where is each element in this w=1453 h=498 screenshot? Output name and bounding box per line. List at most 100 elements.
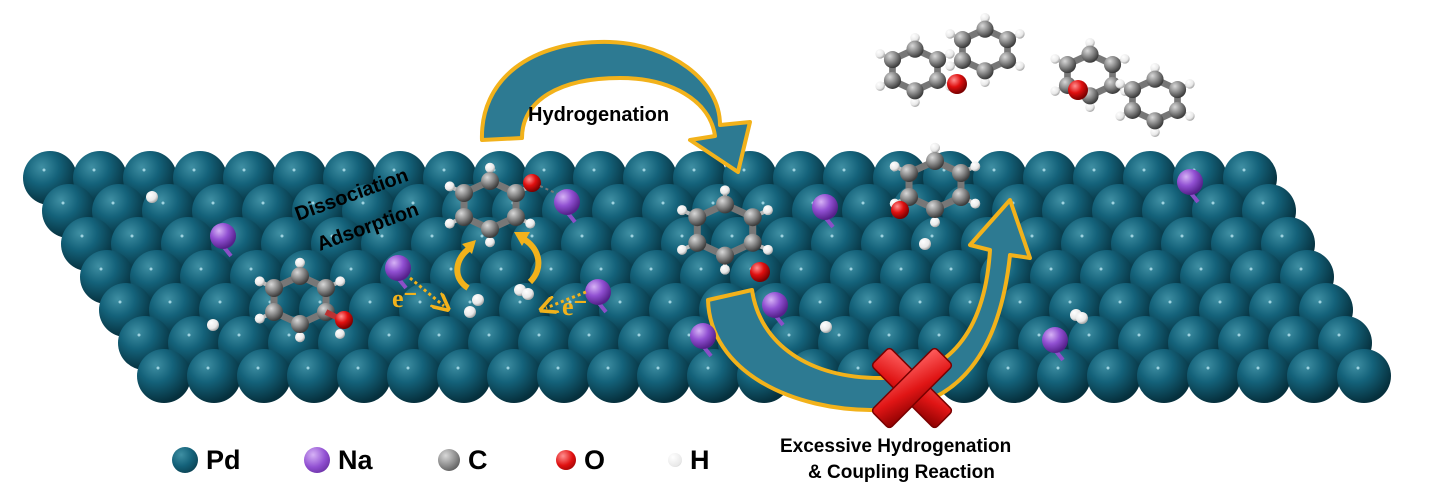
c-atom bbox=[716, 246, 734, 265]
pd-atom-highlight bbox=[156, 366, 160, 370]
pd-atom-highlight bbox=[1056, 366, 1060, 370]
pd-atom-highlight bbox=[687, 333, 691, 337]
pd-atom bbox=[637, 349, 691, 403]
c-atom bbox=[926, 152, 944, 170]
h-atom bbox=[1120, 54, 1130, 64]
pd-atom-highlight bbox=[1099, 267, 1103, 271]
adsorbed-molecules bbox=[146, 142, 1203, 362]
c-atom bbox=[951, 188, 970, 206]
pd-atom-highlight bbox=[1080, 234, 1084, 238]
pd-atom-highlight bbox=[680, 234, 684, 238]
pd-atom-highlight bbox=[1087, 333, 1091, 337]
pd-atom-highlight bbox=[137, 333, 141, 337]
pd-atom-highlight bbox=[1068, 300, 1072, 304]
c-atom bbox=[743, 208, 762, 227]
pd-atom-highlight bbox=[430, 234, 434, 238]
h-atom bbox=[444, 181, 455, 192]
pd-atom-highlight bbox=[1280, 234, 1284, 238]
pd-atom-highlight bbox=[292, 168, 296, 172]
c-atom bbox=[1081, 45, 1099, 63]
c-atom bbox=[506, 184, 525, 202]
pd-atom-highlight bbox=[868, 300, 872, 304]
h-atom bbox=[1085, 38, 1095, 48]
c-atom bbox=[716, 195, 734, 214]
h-atom bbox=[677, 244, 688, 255]
pd-atom-highlight bbox=[218, 300, 222, 304]
c-atom bbox=[455, 184, 474, 202]
electron-label-right: e⁻ bbox=[562, 292, 588, 321]
h-atom bbox=[1185, 79, 1195, 89]
na-atom bbox=[1042, 327, 1068, 353]
h-atom bbox=[295, 332, 305, 343]
pd-atom-highlight bbox=[861, 201, 865, 205]
h-atom bbox=[254, 313, 265, 324]
na-atom bbox=[812, 194, 838, 220]
pd-atom-highlight bbox=[487, 333, 491, 337]
pd-atom bbox=[187, 349, 241, 403]
h-atom bbox=[970, 198, 981, 209]
na-atom-icon bbox=[304, 447, 330, 473]
pd-atom-highlight bbox=[630, 234, 634, 238]
pd-atom-highlight bbox=[287, 333, 291, 337]
pd-atom-highlight bbox=[937, 333, 941, 337]
c-atom bbox=[900, 188, 919, 206]
pd-atom-highlight bbox=[668, 300, 672, 304]
pd-atom bbox=[437, 349, 491, 403]
pd-atom-highlight bbox=[837, 333, 841, 337]
c-atom bbox=[998, 51, 1017, 69]
h-atom bbox=[875, 49, 885, 59]
h-atom bbox=[980, 77, 990, 87]
pd-atom-highlight bbox=[168, 300, 172, 304]
pd-atom-highlight bbox=[161, 201, 165, 205]
pd-atom-highlight bbox=[387, 333, 391, 337]
c-atom bbox=[906, 82, 924, 100]
pd-atom bbox=[587, 349, 641, 403]
legend-item-pd: Pd bbox=[172, 440, 241, 480]
pd-atom-highlight bbox=[542, 168, 546, 172]
h-atom bbox=[1015, 29, 1025, 39]
h-atom bbox=[980, 13, 990, 23]
pd-atom-highlight bbox=[411, 201, 415, 205]
pd-atom-highlight bbox=[406, 366, 410, 370]
h-atom bbox=[677, 205, 688, 216]
h-atom bbox=[1076, 312, 1088, 324]
pd-atom-highlight bbox=[930, 234, 934, 238]
c-atom bbox=[1123, 81, 1142, 99]
pd-atom-highlight bbox=[1149, 267, 1153, 271]
pd-atom-highlight bbox=[130, 234, 134, 238]
c-atom bbox=[953, 31, 972, 49]
hydrogenation-arrow bbox=[479, 39, 752, 174]
pd-atom-highlight bbox=[887, 333, 891, 337]
pd-atom-highlight bbox=[849, 267, 853, 271]
pd-atom-highlight bbox=[242, 168, 246, 172]
h-atom bbox=[522, 288, 534, 300]
pd-atom-highlight bbox=[730, 234, 734, 238]
h-atom bbox=[335, 329, 345, 339]
c-atom bbox=[883, 51, 902, 69]
pd-atom-highlight bbox=[1111, 201, 1115, 205]
c-atom bbox=[291, 315, 309, 333]
c-atom bbox=[1123, 101, 1142, 119]
c-atom bbox=[265, 279, 284, 297]
c-atom bbox=[998, 31, 1017, 49]
h-atom bbox=[1050, 86, 1060, 96]
pd-atom-icon bbox=[172, 447, 198, 473]
pd-atom-highlight bbox=[1061, 201, 1065, 205]
c-atom bbox=[1146, 112, 1164, 130]
electron-arrow-left bbox=[409, 276, 444, 306]
electron-label-left: e⁻ bbox=[392, 284, 418, 313]
legend-label-o: O bbox=[584, 444, 606, 475]
c-atom bbox=[900, 164, 919, 182]
pd-atom-highlight bbox=[830, 234, 834, 238]
pd-atom-highlight bbox=[556, 366, 560, 370]
blocked-cross-icon bbox=[871, 347, 953, 429]
pd-atom bbox=[387, 349, 441, 403]
pd-atom-highlight bbox=[592, 168, 596, 172]
pd-atom bbox=[1187, 349, 1241, 403]
pd-atom-highlight bbox=[361, 201, 365, 205]
pd-atom-highlight bbox=[518, 300, 522, 304]
h-atom bbox=[1150, 127, 1160, 137]
pd-atom bbox=[1087, 349, 1141, 403]
